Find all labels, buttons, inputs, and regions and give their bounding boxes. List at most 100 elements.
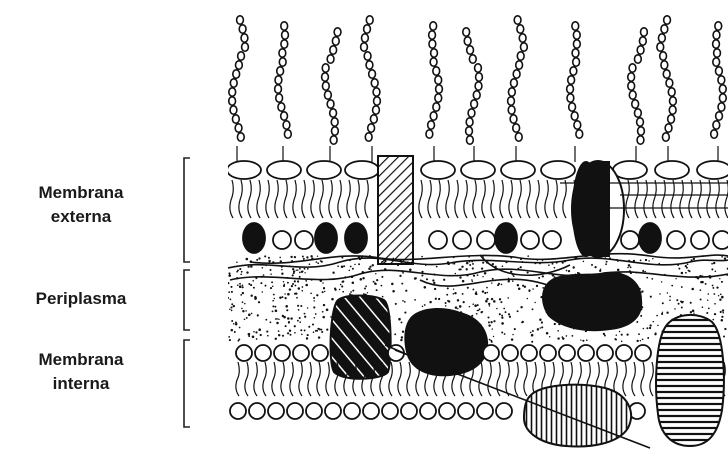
stipple-dot — [538, 277, 540, 279]
lps-bead — [277, 67, 284, 75]
lps-bead — [327, 100, 334, 108]
stipple-dot — [248, 335, 250, 337]
lps-bead — [370, 115, 377, 123]
stipple-dot — [721, 281, 723, 283]
stipple-dot — [322, 311, 324, 313]
stipple-dot — [404, 312, 406, 314]
stipple-dot — [500, 301, 502, 303]
stipple-dot — [305, 280, 307, 282]
stipple-dot — [294, 256, 296, 258]
stipple-dot — [299, 276, 301, 278]
stipple-dot — [459, 305, 462, 308]
lipid-head — [521, 231, 539, 249]
lps-bead — [666, 79, 673, 87]
stipple-dot — [700, 299, 702, 301]
stipple-dot — [711, 263, 713, 265]
stipple-dot — [331, 298, 334, 301]
stipple-dot — [304, 313, 306, 315]
stipple-dot — [690, 311, 692, 313]
stipple-dot — [300, 305, 302, 307]
lipid-head — [713, 231, 728, 249]
stipple-dot — [242, 284, 244, 286]
stipple-dot — [285, 305, 288, 308]
stipple-dot — [251, 313, 253, 315]
lps-bead — [662, 133, 669, 141]
stipple-dot — [671, 285, 673, 287]
stipple-dot — [309, 263, 311, 265]
stipple-dot — [662, 312, 663, 313]
lipid-tail — [347, 180, 350, 218]
stipple-dot — [293, 272, 295, 274]
stipple-dot — [362, 277, 364, 279]
lipid-tail — [479, 362, 482, 396]
lipid-head — [501, 161, 535, 179]
stipple-dot — [685, 272, 687, 274]
stipple-dot — [501, 284, 503, 286]
lps-bead — [719, 94, 726, 102]
lps-bead — [237, 16, 244, 24]
lipid-tail — [707, 180, 710, 218]
lipid-tail — [455, 180, 458, 218]
stipple-dot — [302, 286, 304, 288]
stipple-dot — [721, 316, 723, 318]
stipple-dot — [532, 308, 534, 310]
lipid-tail — [626, 180, 629, 218]
stipple-dot — [358, 263, 360, 265]
lps-bead — [665, 124, 672, 132]
stipple-dot — [383, 262, 385, 264]
outer-membrane-tails — [230, 180, 728, 218]
stipple-dot — [230, 306, 232, 308]
stipple-dot — [644, 271, 646, 273]
stipple-dot — [498, 283, 500, 285]
stipple-dot — [289, 288, 291, 290]
stipple-dot — [401, 336, 403, 338]
stipple-dot — [324, 291, 325, 292]
stipple-dot — [424, 286, 427, 289]
stipple-dot — [488, 321, 490, 323]
stipple-dot — [617, 269, 620, 272]
lipid-head — [312, 345, 328, 361]
stipple-dot — [255, 298, 257, 300]
lipid-tail — [518, 180, 521, 218]
stipple-dot — [317, 262, 319, 264]
lipid-tail — [509, 180, 512, 218]
lps-bead — [281, 22, 288, 30]
stipple-dot — [299, 317, 301, 319]
stipple-dot — [513, 275, 515, 277]
stipple-dot — [272, 305, 274, 307]
stipple-dot — [282, 296, 284, 298]
lps-bead — [334, 28, 341, 36]
stipple-dot — [350, 291, 352, 293]
stipple-dot — [299, 272, 301, 274]
stipple-dot — [248, 333, 251, 336]
lps-bead — [238, 52, 245, 60]
lps-bead — [435, 76, 442, 84]
stipple-dot — [678, 268, 680, 270]
lps-bead — [637, 118, 644, 126]
stipple-dot — [676, 299, 678, 301]
stipple-dot — [722, 312, 724, 314]
lps-bead — [466, 136, 473, 144]
stipple-dot — [381, 285, 383, 287]
stipple-dot — [368, 268, 370, 270]
lipoprotein — [639, 223, 661, 253]
lps-bead — [426, 130, 433, 138]
stipple-dot — [301, 271, 303, 273]
stipple-dot — [487, 292, 489, 294]
stipple-dot — [287, 332, 289, 334]
stipple-dot — [653, 321, 655, 323]
lipid-head — [559, 345, 575, 361]
lps-bead — [516, 61, 523, 69]
lps-bead — [362, 34, 369, 42]
stipple-dot — [227, 282, 229, 284]
stipple-dot — [469, 306, 471, 308]
lps-bead — [467, 46, 474, 54]
stipple-dot — [365, 285, 367, 287]
stipple-dot — [421, 256, 423, 258]
stipple-dot — [517, 310, 519, 312]
lps-bead — [514, 16, 521, 24]
stipple-dot — [260, 334, 262, 336]
lipid-head — [667, 231, 685, 249]
stipple-dot — [687, 263, 689, 265]
lps-bead — [466, 127, 473, 135]
